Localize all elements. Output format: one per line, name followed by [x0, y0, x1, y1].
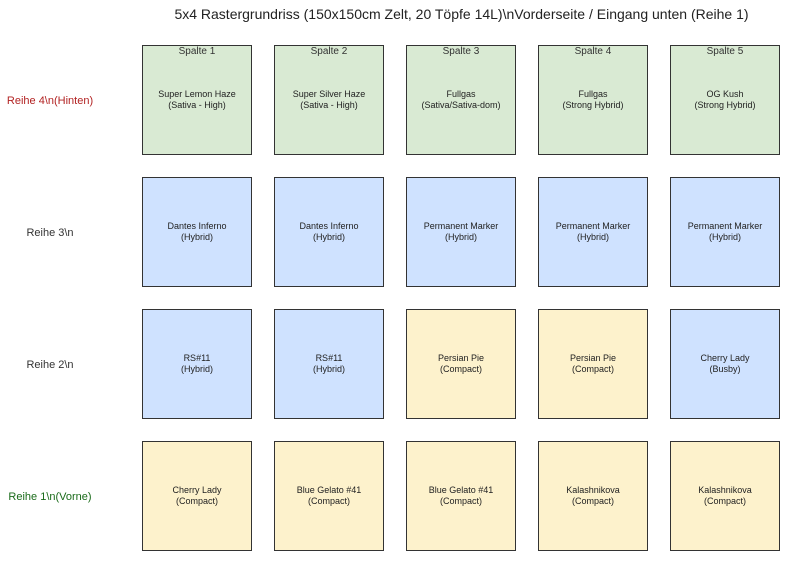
cell-text: Cherry Lady(Compact): [147, 485, 247, 507]
strain-type: (Compact): [571, 496, 614, 506]
strain-name: Dantes Inferno: [299, 221, 359, 231]
strain-name: Persian Pie: [569, 353, 617, 363]
cell-text: Blue Gelato #41(Compact): [279, 485, 379, 507]
grid-cell-r2-c5: Cherry Lady(Busby): [670, 309, 780, 419]
grid-cell-r2-c2: RS#11(Hybrid): [274, 309, 384, 419]
row-label-2: Reihe 2\n: [26, 359, 74, 371]
strain-name: Permanent Marker: [687, 221, 763, 231]
column-header-4: Spalte 4: [574, 46, 612, 57]
grid-cell-r1-c3: Blue Gelato #41(Compact): [406, 441, 516, 551]
strain-type: (Sativa - High): [168, 100, 226, 110]
row-label-1: Reihe 1\n(Vorne): [8, 491, 92, 503]
grid-cell-r1-c5: Kalashnikova(Compact): [670, 441, 780, 551]
row-label-3: Reihe 3\n: [26, 227, 74, 239]
grid-cell-r4-c4: Spalte 4 Fullgas(Strong Hybrid): [538, 45, 648, 155]
cell-text: Permanent Marker(Hybrid): [543, 221, 643, 243]
cell-text: Persian Pie(Compact): [411, 353, 511, 375]
grid-cell-r1-c2: Blue Gelato #41(Compact): [274, 441, 384, 551]
cell-text: Permanent Marker(Hybrid): [675, 221, 775, 243]
grid-cell-r3-c1: Dantes Inferno(Hybrid): [142, 177, 252, 287]
strain-name: RS#11: [315, 353, 343, 363]
strain-name: Permanent Marker: [423, 221, 499, 231]
cell-text: Kalashnikova(Compact): [675, 485, 775, 507]
column-header-3: Spalte 3: [442, 46, 480, 57]
cell-text: Persian Pie(Compact): [543, 353, 643, 375]
cell-text: RS#11(Hybrid): [147, 353, 247, 375]
cell-text: Super Silver Haze(Sativa - High): [279, 89, 379, 111]
strain-type: (Busby): [709, 364, 741, 374]
strain-name: Kalashnikova: [566, 485, 620, 495]
cell-text: Permanent Marker(Hybrid): [411, 221, 511, 243]
strain-type: (Compact): [175, 496, 218, 506]
grid-cell-r1-c1: Cherry Lady(Compact): [142, 441, 252, 551]
strain-type: (Compact): [439, 364, 482, 374]
column-header-2: Spalte 2: [310, 46, 348, 57]
strain-name: Fullgas: [578, 89, 608, 99]
strain-type: (Strong Hybrid): [694, 100, 756, 110]
grid-cell-r3-c4: Permanent Marker(Hybrid): [538, 177, 648, 287]
strain-name: OG Kush: [706, 89, 744, 99]
diagram-title: 5x4 Rastergrundriss (150x150cm Zelt, 20 …: [174, 6, 749, 22]
strain-name: Cherry Lady: [172, 485, 222, 495]
strain-type: (Hybrid): [444, 232, 477, 242]
strain-type: (Compact): [439, 496, 482, 506]
strain-name: Super Silver Haze: [292, 89, 366, 99]
cell-text: Fullgas(Strong Hybrid): [543, 89, 643, 111]
strain-name: Cherry Lady: [700, 353, 750, 363]
strain-type: (Sativa - High): [300, 100, 358, 110]
cell-text: Super Lemon Haze(Sativa - High): [147, 89, 247, 111]
cell-text: OG Kush(Strong Hybrid): [675, 89, 775, 111]
cell-text: Blue Gelato #41(Compact): [411, 485, 511, 507]
strain-type: (Sativa/Sativa-dom): [421, 100, 501, 110]
strain-name: Blue Gelato #41: [428, 485, 494, 495]
strain-type: (Strong Hybrid): [562, 100, 624, 110]
strain-type: (Hybrid): [180, 232, 213, 242]
grid-cell-r4-c3: Spalte 3 Fullgas(Sativa/Sativa-dom): [406, 45, 516, 155]
cell-text: Dantes Inferno(Hybrid): [147, 221, 247, 243]
strain-name: Super Lemon Haze: [158, 89, 236, 99]
strain-type: (Hybrid): [312, 364, 345, 374]
cell-text: Dantes Inferno(Hybrid): [279, 221, 379, 243]
column-header-5: Spalte 5: [706, 46, 744, 57]
strain-name: Persian Pie: [437, 353, 485, 363]
grid-cell-r2-c1: RS#11(Hybrid): [142, 309, 252, 419]
grid-cell-r3-c3: Permanent Marker(Hybrid): [406, 177, 516, 287]
grid-cell-r2-c3: Persian Pie(Compact): [406, 309, 516, 419]
row-label-4: Reihe 4\n(Hinten): [6, 95, 94, 107]
strain-type: (Hybrid): [708, 232, 741, 242]
strain-name: Blue Gelato #41: [296, 485, 362, 495]
cell-text: Fullgas(Sativa/Sativa-dom): [411, 89, 511, 111]
strain-type: (Compact): [571, 364, 614, 374]
cell-text: RS#11(Hybrid): [279, 353, 379, 375]
grid-cell-r1-c4: Kalashnikova(Compact): [538, 441, 648, 551]
strain-type: (Compact): [307, 496, 350, 506]
column-header-1: Spalte 1: [178, 46, 216, 57]
strain-name: Kalashnikova: [698, 485, 752, 495]
strain-type: (Hybrid): [180, 364, 213, 374]
grid-cell-r4-c2: Spalte 2 Super Silver Haze(Sativa - High): [274, 45, 384, 155]
strain-type: (Compact): [703, 496, 746, 506]
strain-type: (Hybrid): [312, 232, 345, 242]
strain-name: Fullgas: [446, 89, 476, 99]
strain-name: RS#11: [183, 353, 211, 363]
grid-cell-r4-c1: Spalte 1 Super Lemon Haze(Sativa - High): [142, 45, 252, 155]
cell-text: Kalashnikova(Compact): [543, 485, 643, 507]
strain-name: Permanent Marker: [555, 221, 631, 231]
strain-name: Dantes Inferno: [167, 221, 227, 231]
strain-type: (Hybrid): [576, 232, 609, 242]
grid-cell-r3-c5: Permanent Marker(Hybrid): [670, 177, 780, 287]
grid-cell-r3-c2: Dantes Inferno(Hybrid): [274, 177, 384, 287]
cell-text: Cherry Lady(Busby): [675, 353, 775, 375]
grid-cell-r4-c5: Spalte 5 OG Kush(Strong Hybrid): [670, 45, 780, 155]
grid-cell-r2-c4: Persian Pie(Compact): [538, 309, 648, 419]
